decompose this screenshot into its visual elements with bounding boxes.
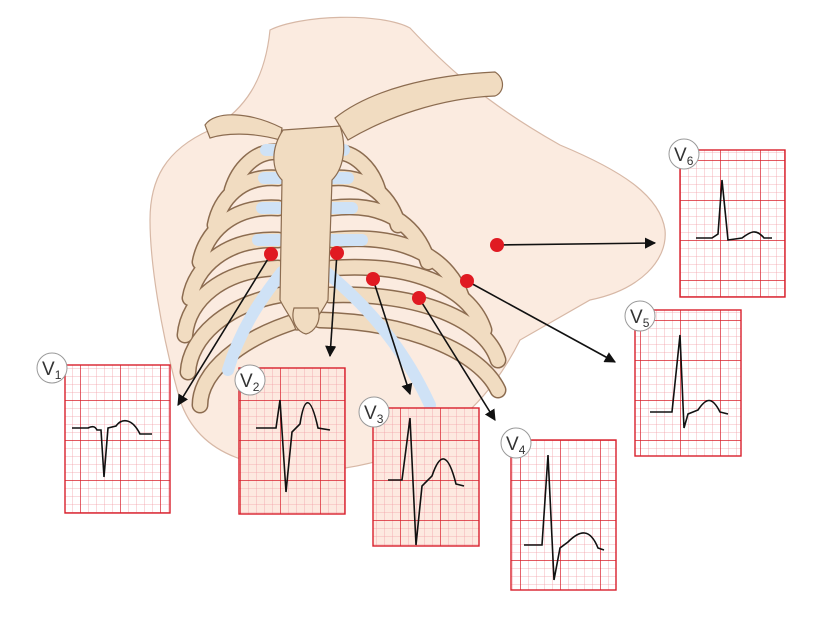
ecg-trace-v2: [256, 399, 331, 493]
lead-subscript: 5: [643, 316, 650, 330]
ecg-trace-v4: [524, 454, 605, 581]
arrow-v3: [372, 278, 413, 396]
ecg-strip-v5: [634, 309, 742, 457]
svg-text:V6: V6: [674, 145, 694, 168]
svg-text:V3: V3: [364, 403, 384, 426]
electrode-v3: [366, 272, 380, 286]
lead-subscript: 6: [687, 154, 694, 168]
ecg-strip-v4: [510, 439, 617, 591]
arrow-v1: [177, 253, 272, 406]
ecg-trace-v3: [388, 417, 465, 546]
ecg-trace-v5: [650, 334, 729, 429]
lead-letter: V: [240, 371, 253, 392]
left-clavicle: [334, 71, 504, 141]
lead-label-v2: V2: [234, 364, 266, 396]
lead-arrows: [177, 237, 657, 421]
arrow-v4: [418, 297, 496, 421]
lead-letter: V: [42, 359, 55, 380]
arrow-v5: [466, 280, 616, 363]
lead-label-v1: V1: [36, 352, 68, 384]
sternum-clavicles: [204, 71, 504, 335]
ecg-trace-v6: [696, 179, 772, 241]
costal-cartilage: [222, 144, 436, 411]
xiphoid: [292, 307, 320, 335]
lead-subscript: 2: [253, 380, 260, 394]
lead-letter: V: [630, 307, 643, 328]
svg-text:V2: V2: [240, 371, 260, 394]
lead-subscript: 4: [519, 443, 526, 457]
ecg-strip-v1: [64, 364, 171, 514]
electrode-v4: [412, 291, 426, 305]
lead-subscript: 3: [377, 412, 384, 426]
ecg-trace-v1: [72, 419, 152, 478]
lead-label-v4: V4: [500, 427, 532, 459]
svg-text:V4: V4: [506, 434, 526, 457]
lead-label-v3: V3: [358, 396, 390, 428]
svg-text:V5: V5: [630, 307, 650, 330]
arrow-v6: [496, 237, 657, 249]
lead-letter: V: [364, 403, 377, 424]
electrode-v5: [460, 274, 474, 288]
electrode-v6: [490, 238, 504, 252]
ecg-strip-v6: [679, 149, 786, 298]
electrode-v1: [264, 247, 278, 261]
rib-cage: [176, 143, 507, 414]
svg-text:V1: V1: [42, 359, 62, 382]
lead-label-v6: V6: [668, 138, 700, 170]
electrodes: [264, 238, 504, 305]
lead-letter: V: [506, 434, 519, 455]
lead-letter: V: [674, 145, 687, 166]
lead-subscript: 1: [55, 368, 62, 382]
arrow-v2: [325, 252, 338, 358]
lead-label-v5: V5: [624, 300, 656, 332]
ecg-strip-v3: [372, 407, 480, 547]
electrode-v2: [330, 246, 344, 260]
